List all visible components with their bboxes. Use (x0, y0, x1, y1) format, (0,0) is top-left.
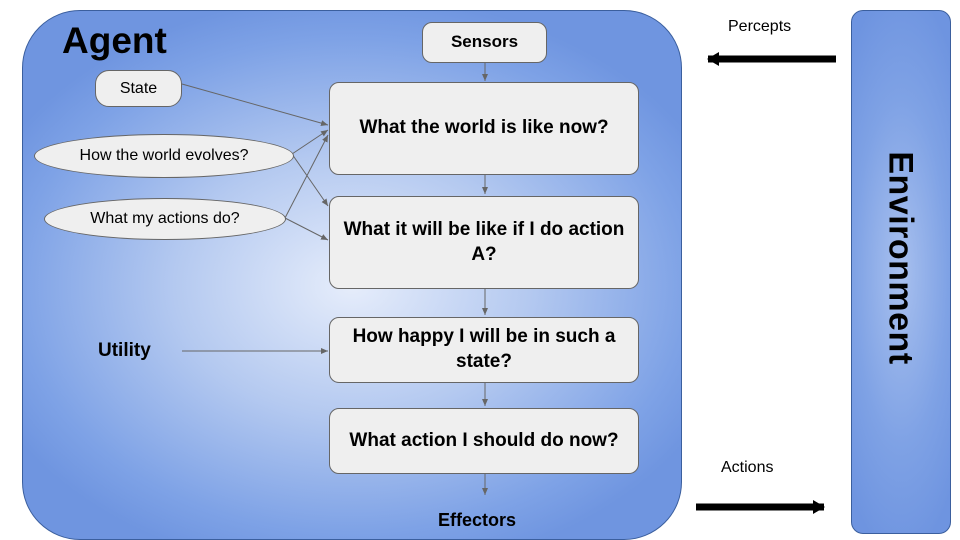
arrow-actions-to-future (284, 217, 329, 241)
arrow-evolves-to-now (291, 129, 329, 155)
step-happiness: How happy I will be in such a state? (329, 317, 639, 383)
percepts-label: Percepts (728, 18, 792, 35)
step-world-now: What the world is like now? (329, 82, 639, 175)
utility-label: Utility (98, 340, 151, 361)
sensors-box: Sensors (422, 22, 547, 63)
step-future-world: What it will be like if I do action A? (329, 196, 639, 289)
environment-box (851, 10, 951, 534)
world-evolves-node: How the world evolves? (34, 134, 294, 178)
arrow-state-to-now (181, 83, 329, 126)
arrow-evolves-to-future (291, 153, 329, 207)
step-decide-action: What action I should do now? (329, 408, 639, 474)
effectors-label: Effectors (438, 510, 517, 530)
state-node: State (95, 70, 182, 107)
actions-label: Actions (721, 459, 774, 476)
agent-title: Agent (62, 20, 167, 61)
actions-do-node: What my actions do? (44, 198, 286, 240)
arrow-actions-to-now (284, 134, 329, 219)
